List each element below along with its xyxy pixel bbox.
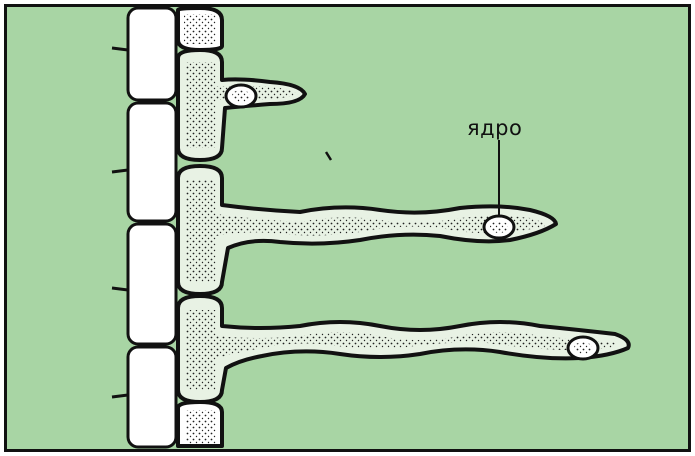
epidermal-cells [178, 8, 629, 446]
inner-cell-column [112, 8, 176, 447]
nucleus-label: ядро [467, 116, 522, 140]
inner-cell-2 [128, 103, 176, 221]
inner-cell-1 [128, 8, 176, 100]
speck [326, 152, 331, 160]
inner-cell-3 [128, 224, 176, 344]
inner-cell-4 [128, 347, 176, 447]
cell-wall-ticks [112, 48, 128, 397]
